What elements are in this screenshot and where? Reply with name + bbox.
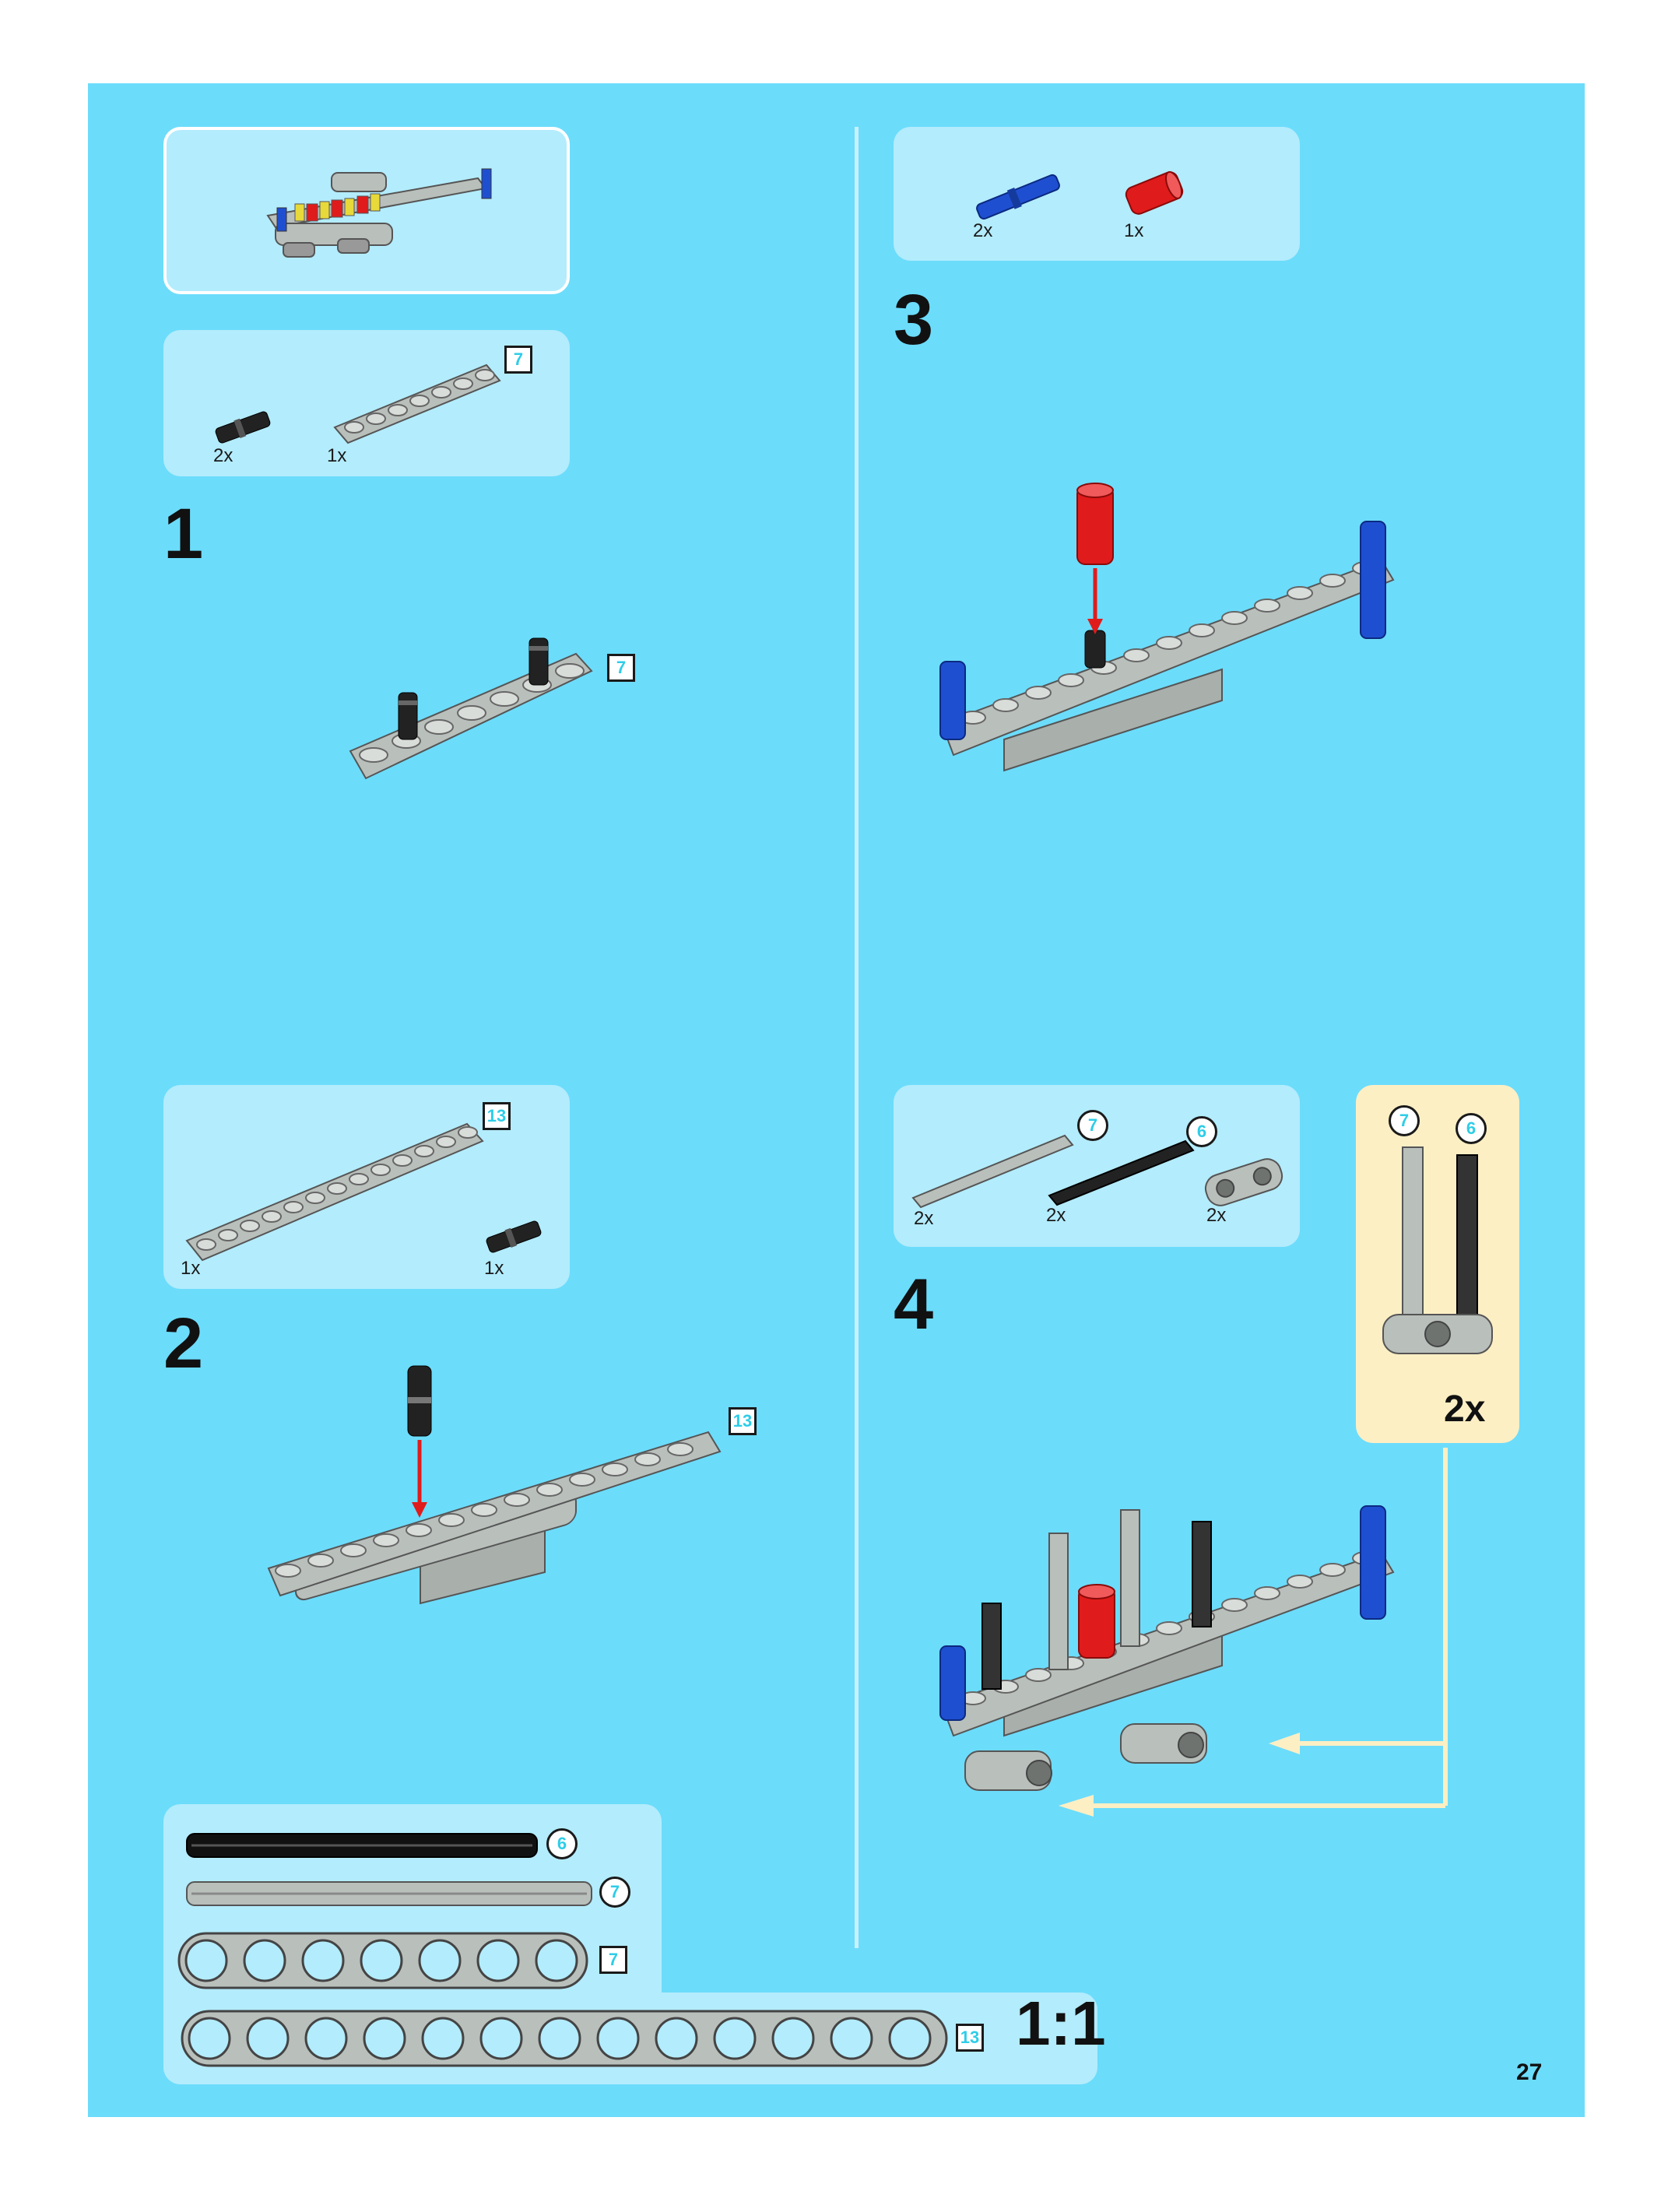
part-length-indicator: 7	[504, 346, 532, 374]
bush-red-part-illustration	[1125, 170, 1184, 215]
column-divider	[855, 127, 859, 1948]
ruler-length-indicator: 13	[956, 2024, 984, 2052]
part-length-indicator: 7	[1077, 1110, 1108, 1141]
axle-6-part-illustration	[1048, 1139, 1195, 1206]
subassembly-callout-panel: 7 6	[1356, 1085, 1519, 1443]
page-number: 27	[1516, 2059, 1543, 2085]
axle-pin-blue-part-illustration	[976, 174, 1060, 220]
step-number: 1	[163, 494, 204, 574]
step-number: 3	[894, 280, 934, 360]
step3-part-qty: 2x	[973, 220, 993, 241]
step-number: 4	[894, 1265, 934, 1344]
step4-part-qty: 2x	[1046, 1205, 1066, 1226]
step1-part-qty: 1x	[327, 445, 347, 466]
submodel-overview-panel	[163, 127, 570, 294]
beam-7-part-illustration	[333, 363, 501, 444]
step1-length-callout: 7	[607, 654, 635, 682]
part-length-indicator: 6	[1186, 1116, 1217, 1147]
step2-length-callout: 13	[729, 1407, 757, 1435]
ruler-axle-7	[186, 1881, 592, 1906]
friction-pin-part-illustration	[486, 1220, 542, 1253]
axle-7-part-illustration	[911, 1134, 1074, 1209]
beam-13-part-illustration	[185, 1122, 484, 1262]
step1-assembly-illustration	[349, 637, 593, 780]
step-number: 2	[163, 1304, 204, 1383]
ruler-axle-6	[186, 1833, 538, 1858]
subassembly-length-indicator: 6	[1456, 1113, 1487, 1144]
step4-parts-panel: 2x 7 2x 6 2x	[894, 1085, 1300, 1247]
step3-part-qty: 1x	[1124, 220, 1144, 241]
step4-part-qty: 2x	[914, 1208, 934, 1229]
ruler-length-indicator: 6	[546, 1828, 578, 1859]
subassembly-illustration	[1382, 1146, 1493, 1354]
step2-part-qty: 1x	[484, 1258, 504, 1279]
scale-label: 1:1	[1016, 1989, 1106, 2058]
step1-part-qty: 2x	[213, 445, 234, 466]
ruler-length-indicator: 7	[599, 1877, 630, 1908]
subassembly-multiplier: 2x	[1444, 1389, 1486, 1430]
submodel-overview-illustration	[266, 168, 492, 258]
step2-part-qty: 1x	[181, 1258, 201, 1279]
ruler-length-indicator: 7	[599, 1946, 627, 1974]
ruler-beam-13	[181, 2010, 948, 2067]
step1-parts-panel: 2x 1x 7	[163, 330, 570, 476]
cross-block-part-illustration	[1204, 1158, 1283, 1206]
step3-assembly-illustration	[939, 483, 1395, 772]
step2-assembly-illustration	[267, 1365, 722, 1605]
friction-pin-part-illustration	[215, 411, 271, 444]
step2-parts-panel: 1x 13 1x	[163, 1085, 570, 1289]
step4-assembly-illustration	[939, 1448, 1448, 1817]
subassembly-length-indicator: 7	[1389, 1105, 1420, 1136]
ruler-beam-7	[177, 1932, 588, 1989]
part-length-indicator: 13	[483, 1102, 511, 1130]
step4-part-qty: 2x	[1206, 1205, 1227, 1226]
step3-parts-panel: 2x 1x	[894, 127, 1300, 261]
